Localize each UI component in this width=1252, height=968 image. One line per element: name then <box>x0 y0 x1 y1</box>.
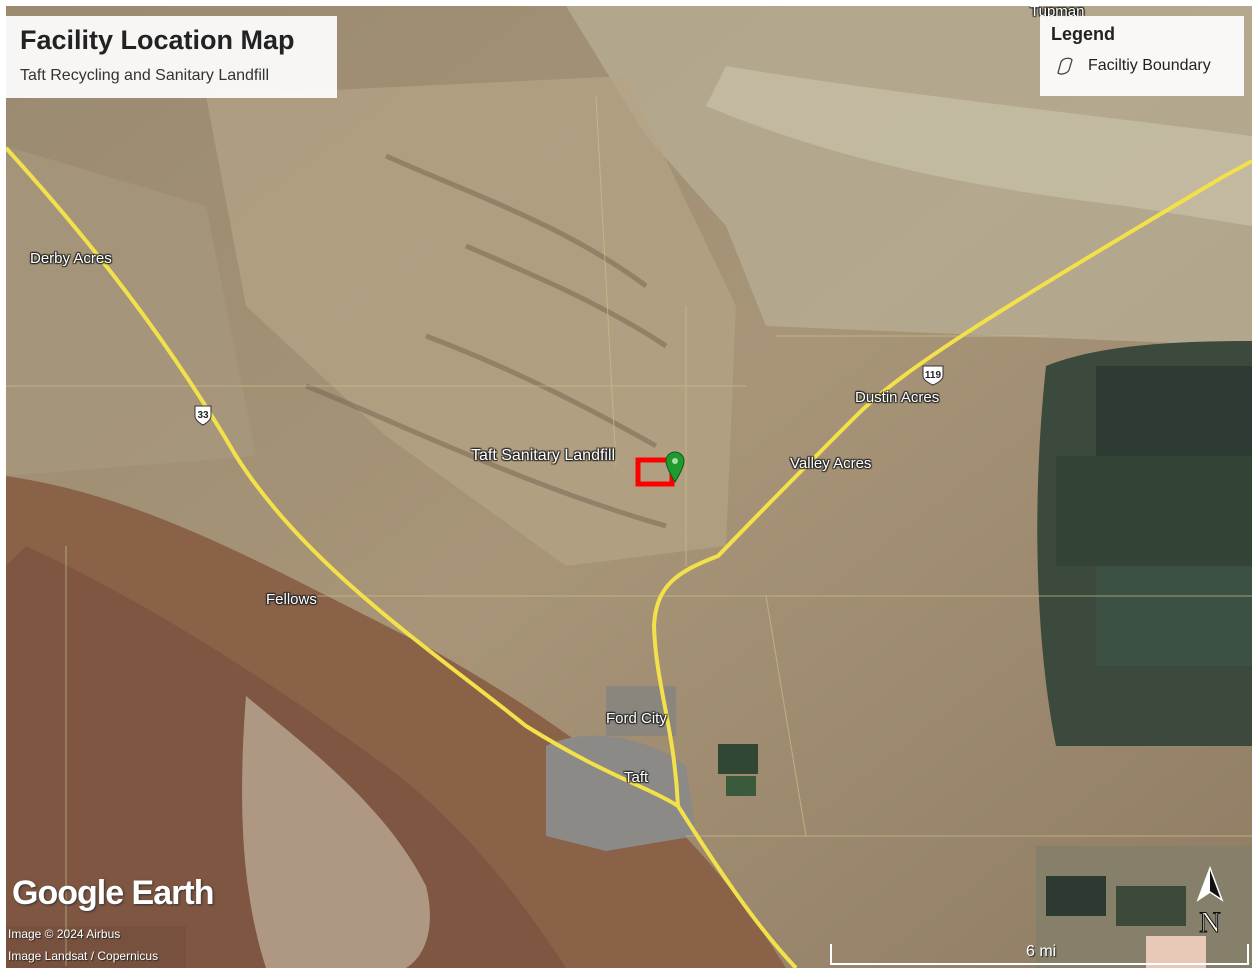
legend-item-label: Faciltiy Boundary <box>1088 57 1211 74</box>
legend-item-facility-boundary: Faciltiy Boundary <box>1054 55 1211 77</box>
scale-bar: 6 mi <box>830 940 1250 966</box>
map-title: Facility Location Map <box>20 25 295 55</box>
north-arrow-icon: N <box>1196 866 1224 940</box>
location-marker-icon[interactable] <box>664 450 686 484</box>
map-subtitle: Taft Recycling and Sanitary Landfill <box>20 67 270 84</box>
label-taft: Taft <box>624 769 649 786</box>
scale-label: 6 mi <box>1026 943 1057 960</box>
route-33-shield-icon: 33 <box>194 405 212 426</box>
svg-text:N: N <box>1199 906 1221 939</box>
google-earth-logo: Google Earth <box>12 874 214 912</box>
label-valley-acres: Valley Acres <box>790 455 872 472</box>
svg-text:119: 119 <box>925 370 942 381</box>
legend-title: Legend <box>1051 24 1116 44</box>
label-dustin-acres: Dustin Acres <box>855 389 940 406</box>
title-panel: Facility Location Map Taft Recycling and… <box>6 16 337 98</box>
label-ford-city: Ford City <box>606 710 667 727</box>
legend-panel: Legend Faciltiy Boundary <box>1040 16 1244 96</box>
route-119-shield-icon: 119 <box>922 365 944 386</box>
facility-boundary[interactable] <box>632 454 680 490</box>
label-taft-sanitary-landfill: Taft Sanitary Landfill <box>471 447 616 464</box>
map-view[interactable]: 33 119 Tupman Derby Acres Dustin Acres T… <box>6 6 1252 968</box>
label-derby-acres: Derby Acres <box>30 250 112 267</box>
imagery-credit: Image © 2024 Airbus <box>8 927 121 941</box>
polygon-outline-icon <box>1057 57 1073 75</box>
scale-bar-graphic <box>830 944 1249 965</box>
label-fellows: Fellows <box>266 591 317 608</box>
landsat-credit: Image Landsat / Copernicus <box>8 949 159 963</box>
svg-text:33: 33 <box>197 410 209 421</box>
satellite-imagery <box>6 6 1252 968</box>
